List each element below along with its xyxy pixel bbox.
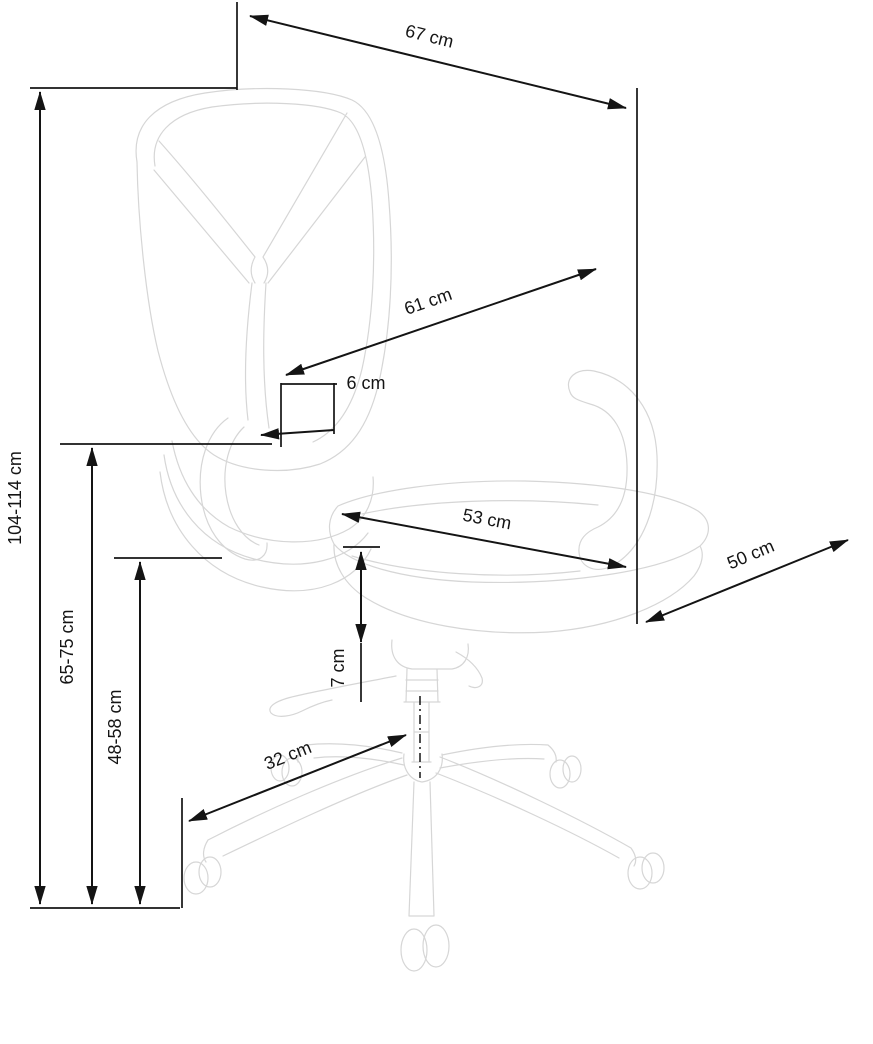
right-armrest	[567, 369, 658, 570]
dimension-armrest-gap: 6 cm	[260, 373, 386, 447]
dimension-seat-depth: 50 cm	[645, 536, 849, 623]
dimension-label-seat-depth: 50 cm	[724, 536, 777, 574]
dimension-line	[645, 539, 849, 623]
dimension-line	[341, 511, 627, 570]
dimension-backrest-width: 61 cm	[285, 268, 597, 376]
dimension-armrest-height: 65-75 cm	[57, 443, 272, 905]
caster-wheel	[183, 861, 209, 895]
dimension-label-backrest-width: 61 cm	[402, 284, 455, 319]
caster-wheel	[562, 755, 582, 783]
caster-wheel	[641, 852, 665, 884]
lumbar-cushion	[159, 440, 374, 592]
dimension-line	[285, 268, 597, 376]
dimension-cushion-thickness: 7 cm	[328, 546, 380, 702]
dimension-label-seat-height: 48-58 cm	[105, 689, 125, 764]
dimension-label-armrest-height: 65-75 cm	[57, 609, 77, 684]
adjustment-lever	[269, 651, 483, 717]
dimension-seat-height: 48-58 cm	[105, 557, 222, 905]
dimension-label-cushion-thickness: 7 cm	[328, 648, 348, 687]
caster-wheel	[549, 759, 571, 789]
dimension-seat-width: 53 cm	[341, 505, 627, 570]
dimension-base-arm-length: 32 cm	[181, 696, 421, 908]
seat	[328, 480, 709, 634]
dimension-total-width: 67 cm	[236, 2, 638, 624]
dimension-label-base-arm-length: 32 cm	[261, 737, 314, 774]
dimension-line	[188, 734, 407, 822]
dimension-label-total-height: 104-114 cm	[5, 451, 25, 545]
dimension-label-seat-width: 53 cm	[461, 505, 513, 534]
backrest	[135, 87, 392, 472]
caster-wheel	[198, 856, 222, 888]
dimension-annotations: 104-114 cm 65-75 cm 48-58 cm 67 cm 61 cm	[5, 2, 849, 909]
left-armrest	[199, 417, 268, 561]
dimension-line	[249, 14, 627, 110]
gas-lift	[391, 639, 469, 763]
caster-wheel	[422, 924, 450, 968]
casters	[183, 754, 665, 972]
caster-wheel	[627, 856, 653, 890]
dimension-total-height: 104-114 cm	[5, 87, 237, 909]
dimension-label-armrest-gap: 6 cm	[346, 373, 385, 393]
base-hub	[403, 753, 443, 783]
caster-wheel	[400, 928, 428, 972]
dimension-label-total-width: 67 cm	[403, 21, 455, 52]
dimension-line	[260, 428, 335, 440]
